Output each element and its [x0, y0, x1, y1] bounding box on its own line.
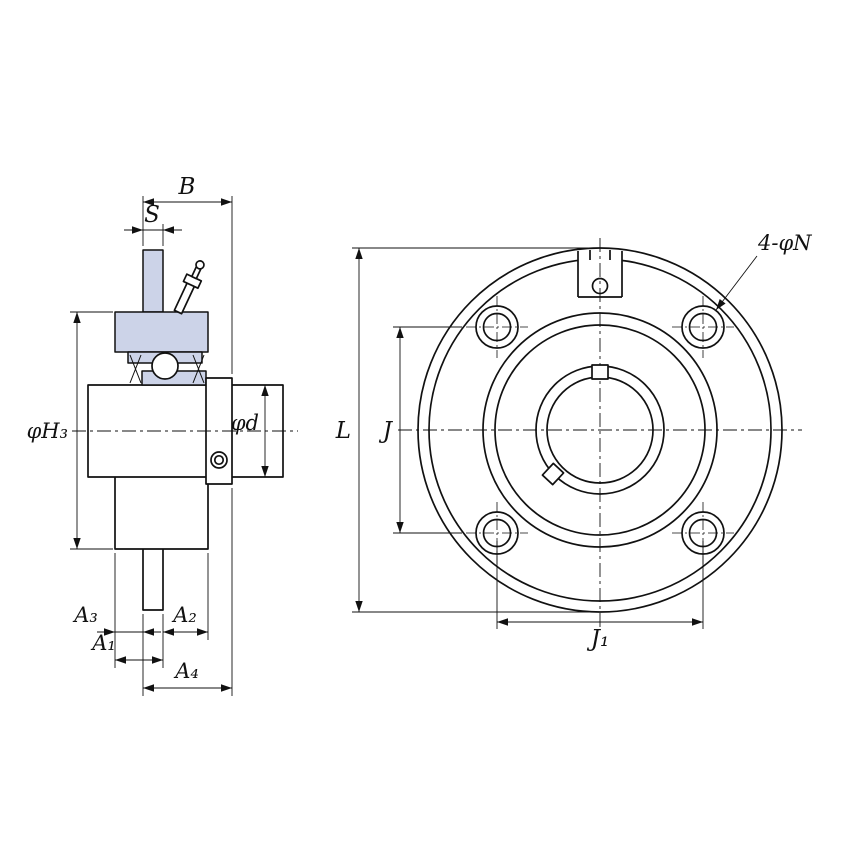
side-view [72, 249, 298, 611]
front-view [398, 238, 802, 628]
flange-section [142, 249, 164, 313]
bearing-ball [151, 352, 179, 380]
d-dimension: φd [231, 385, 269, 477]
a3-dimension: A₃ [72, 603, 161, 636]
set-screw-hole-inner [213, 454, 225, 466]
grease-fitting-icon [173, 260, 205, 315]
l-dimension: L [335, 247, 594, 613]
side-view-dimensions: B S φH₃ φd [27, 174, 269, 696]
dim-label-phi-d: φd [231, 411, 259, 435]
flange-lower [142, 549, 164, 611]
j-dimension: J [379, 326, 462, 534]
dim-label-phi-h3: φH₃ [27, 419, 68, 443]
h3-dimension: φH₃ [27, 311, 113, 550]
front-view-dimensions: L J J₁ 4-φN [335, 231, 812, 652]
dim-label-a3: A₃ [72, 603, 98, 627]
housing-section [114, 311, 209, 353]
dim-label-a1: A₁ [90, 631, 116, 655]
a1-dimension: A₁ [90, 631, 163, 664]
housing-barrel-lower [114, 477, 209, 550]
dim-label-a4: A₄ [173, 659, 199, 683]
dim-label-s: S [144, 202, 160, 228]
bottom-extension-lines [114, 488, 233, 696]
set-screw-top [591, 364, 609, 380]
set-screw-side [541, 462, 565, 486]
bolt-hole-callout: 4-φN [715, 231, 812, 311]
dim-label-j: J [379, 418, 394, 444]
dim-label-b: B [178, 174, 196, 200]
dim-label-4-phi-n: 4-φN [757, 231, 812, 255]
bolt-hole-top-right [672, 296, 734, 358]
s-dimension: S [124, 202, 182, 246]
b-dimension: B [142, 174, 233, 374]
dim-label-l: L [335, 418, 351, 444]
a4-dimension: A₄ [143, 659, 232, 692]
dim-label-a2: A₂ [171, 603, 197, 627]
j1-dimension: J₁ [496, 541, 704, 652]
dim-label-j1: J₁ [587, 626, 609, 652]
bolt-hole-top-left [466, 296, 528, 358]
seal-marks [129, 354, 205, 384]
a2-dimension: A₂ [163, 603, 208, 636]
